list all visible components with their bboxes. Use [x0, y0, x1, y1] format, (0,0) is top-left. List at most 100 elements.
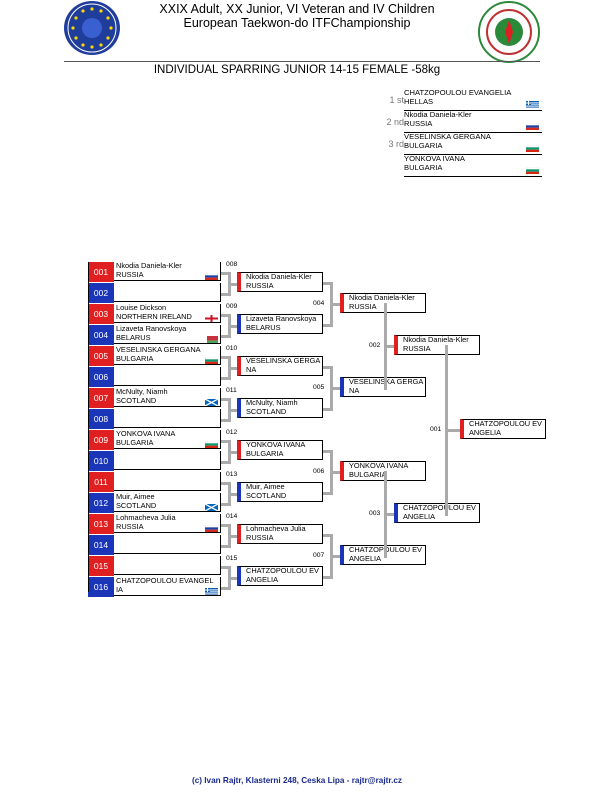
seed-number: 010: [88, 451, 114, 471]
seed-number: 011: [88, 472, 114, 492]
greece-flag-icon: [526, 101, 539, 108]
connector: [384, 345, 394, 348]
winner-name: CHATZOPOULOU EV: [403, 503, 476, 512]
federation-logo: [64, 1, 120, 55]
footer-credit: (c) Ivan Rajtr, Klasterni 248, Ceska Lip…: [191, 776, 403, 785]
competitor-country: RUSSIA: [116, 269, 144, 279]
bulgaria-flag-icon: [205, 357, 218, 364]
medal-1st: CHATZOPOULOU EVANGELIA HELLAS: [404, 88, 542, 111]
connector: [330, 471, 340, 474]
seed-number: 016: [88, 577, 114, 597]
medal-1st-country: HELLAS: [404, 96, 434, 106]
seed-number: 012: [88, 493, 114, 513]
connector: [228, 576, 237, 580]
winner-name: Muir, Aimee: [246, 482, 285, 491]
competitor-entry[interactable]: [114, 283, 221, 302]
scotland-flag-icon: [205, 399, 218, 406]
winner-name: Lizaveta Ranovskoya: [246, 314, 317, 323]
connector: [323, 366, 333, 369]
header-line-1: XXIX Adult, XX Junior, VI Veteran and IV…: [159, 2, 435, 16]
winner-name: Nkodia Daniela-Kler: [403, 335, 469, 344]
connector: [228, 450, 237, 454]
competitor-entry[interactable]: [114, 472, 221, 491]
competitor-entry[interactable]: [114, 556, 221, 575]
connector: [221, 524, 231, 527]
match-number: 006: [313, 468, 325, 475]
medal-2nd-country: RUSSIA: [404, 118, 433, 128]
connector: [221, 398, 231, 401]
winner-country: RUSSIA: [349, 301, 377, 311]
winner-country: ANGELIA: [246, 574, 279, 584]
match-number: 008: [226, 261, 238, 268]
competitor-name: Muir, Aimee: [116, 492, 155, 501]
connector: [221, 566, 231, 569]
championship-logo: [478, 1, 540, 63]
connector: [323, 534, 333, 537]
medal-3rd-joint-name: YONKOVA IVANA: [404, 154, 465, 163]
scotland-flag-icon: [205, 504, 218, 511]
connector: [221, 314, 231, 317]
connector: [323, 408, 333, 411]
match-number: 005: [313, 384, 325, 391]
winner-country: ANGELIA: [349, 553, 382, 563]
competitor-entry[interactable]: [114, 409, 221, 428]
competitor-entry[interactable]: [114, 535, 221, 554]
winner-name: Nkodia Daniela-Kler: [349, 293, 415, 302]
winner-name: YONKOVA IVANA: [246, 440, 306, 449]
medal-2nd: Nkodia Daniela-Kler RUSSIA: [404, 110, 542, 133]
seed-number: 007: [88, 388, 114, 408]
bulgaria-flag-icon: [526, 145, 539, 152]
match-number: 007: [313, 552, 325, 559]
greece-flag-icon: [205, 588, 218, 595]
competitor-country: RUSSIA: [116, 521, 144, 531]
competitor-entry[interactable]: [114, 451, 221, 470]
seed-number: 003: [88, 304, 114, 324]
match-number: 011: [226, 387, 237, 394]
match-number: 010: [226, 345, 238, 352]
winner-name: Lohmacheva Julia: [246, 524, 306, 533]
russia-flag-icon: [205, 273, 218, 280]
competitor-name: Lizaveta Ranovskoya: [116, 324, 187, 333]
connector: [221, 440, 231, 443]
match-number: 015: [226, 555, 238, 562]
connector: [221, 356, 231, 359]
bracket-frame: [88, 262, 89, 592]
competitor-country: NORTHERN IRELAND: [116, 311, 192, 321]
competitor-name: YONKOVA IVANA: [116, 429, 176, 438]
seed-number: 009: [88, 430, 114, 450]
seed-number: 001: [88, 262, 114, 282]
connector: [384, 513, 394, 516]
competitor-country: SCOTLAND: [116, 500, 157, 510]
connector: [221, 419, 231, 422]
competitor-country: BELARUS: [116, 332, 151, 342]
medal-3rd-joint-country: BULGARIA: [404, 162, 443, 172]
competitor-country: BULGARIA: [116, 437, 154, 447]
competitor-entry[interactable]: [114, 367, 221, 386]
connector: [323, 576, 333, 579]
competitor-name: Lohmacheva Julia: [116, 513, 176, 522]
